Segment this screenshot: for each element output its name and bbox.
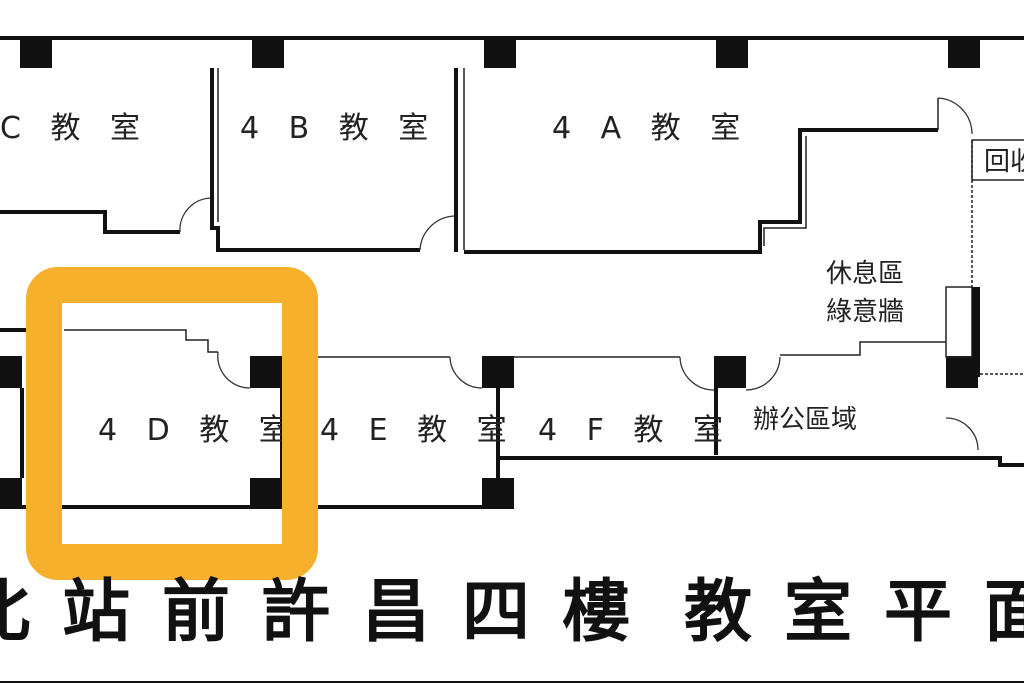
room-label-recycle: 回收 bbox=[984, 147, 1024, 177]
room-label-4a: 4 A 教 室 bbox=[552, 111, 750, 146]
column bbox=[252, 38, 284, 68]
column bbox=[482, 478, 514, 508]
room-label-c: C 教 室 bbox=[0, 111, 150, 146]
column bbox=[0, 356, 22, 388]
room-label-green-wall: 綠意牆 bbox=[826, 297, 904, 327]
wall-a bbox=[464, 128, 938, 254]
room-label-4e: 4 E 教 室 bbox=[320, 413, 517, 448]
wall-b bbox=[210, 68, 420, 252]
room-label-4d: 4 D 教 室 bbox=[98, 413, 299, 448]
floor-title-left: 北站前許昌四樓 bbox=[0, 573, 662, 652]
column bbox=[250, 356, 282, 388]
columns bbox=[0, 38, 980, 508]
column bbox=[948, 38, 980, 68]
highlight-4d bbox=[26, 267, 318, 580]
door-a bbox=[937, 97, 973, 135]
door-f bbox=[679, 356, 715, 391]
room-label-office: 辦公區域 bbox=[753, 405, 857, 435]
column bbox=[714, 356, 746, 388]
room-label-lounge: 休息區 bbox=[826, 259, 904, 289]
column bbox=[716, 38, 748, 68]
wall-segment bbox=[972, 287, 980, 377]
column bbox=[250, 478, 282, 508]
column bbox=[20, 38, 52, 68]
wall-line bbox=[780, 341, 946, 356]
wall-c bbox=[0, 210, 180, 234]
door-lounge bbox=[945, 417, 979, 451]
door-c bbox=[179, 197, 213, 233]
green-wall bbox=[945, 286, 973, 358]
room-label-4f: 4 F 教 室 bbox=[538, 413, 733, 448]
column bbox=[0, 478, 22, 508]
wall-line bbox=[763, 136, 807, 246]
door-office bbox=[745, 356, 781, 391]
wall-line bbox=[498, 456, 1024, 467]
wall-line bbox=[64, 329, 218, 353]
door-e bbox=[449, 356, 483, 389]
room-label-4b: 4 B 教 室 bbox=[240, 111, 438, 146]
column bbox=[482, 356, 514, 388]
door-b bbox=[419, 215, 457, 251]
door-d bbox=[217, 351, 251, 389]
floor-title-right: 教室平面 bbox=[684, 573, 1024, 652]
column bbox=[484, 38, 516, 68]
